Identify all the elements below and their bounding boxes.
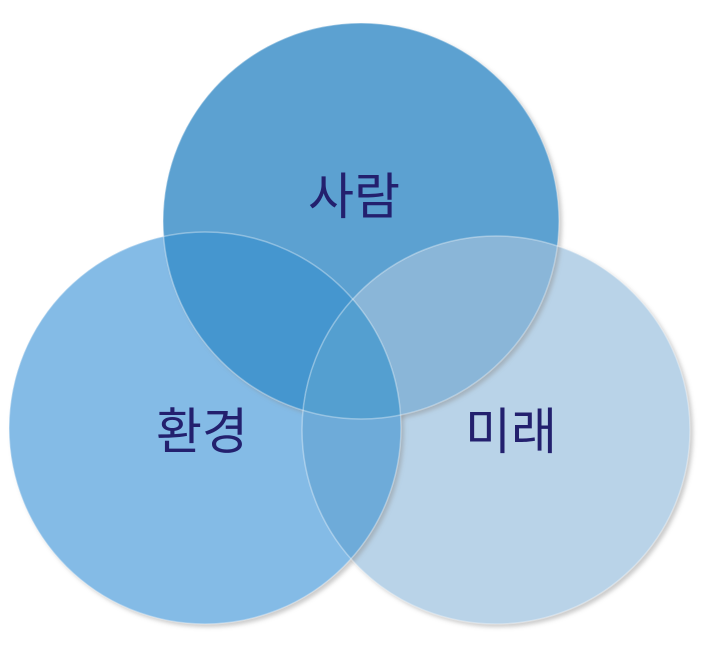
label-right: 미래	[465, 403, 557, 461]
label-top: 사람	[308, 168, 400, 226]
circle-right-outline	[301, 235, 691, 625]
overlap-top-left	[163, 232, 401, 419]
circle-left-outline	[8, 231, 402, 625]
circle-top-outline	[162, 22, 560, 420]
overlap-top-right	[302, 236, 559, 419]
label-left: 환경	[156, 403, 248, 461]
